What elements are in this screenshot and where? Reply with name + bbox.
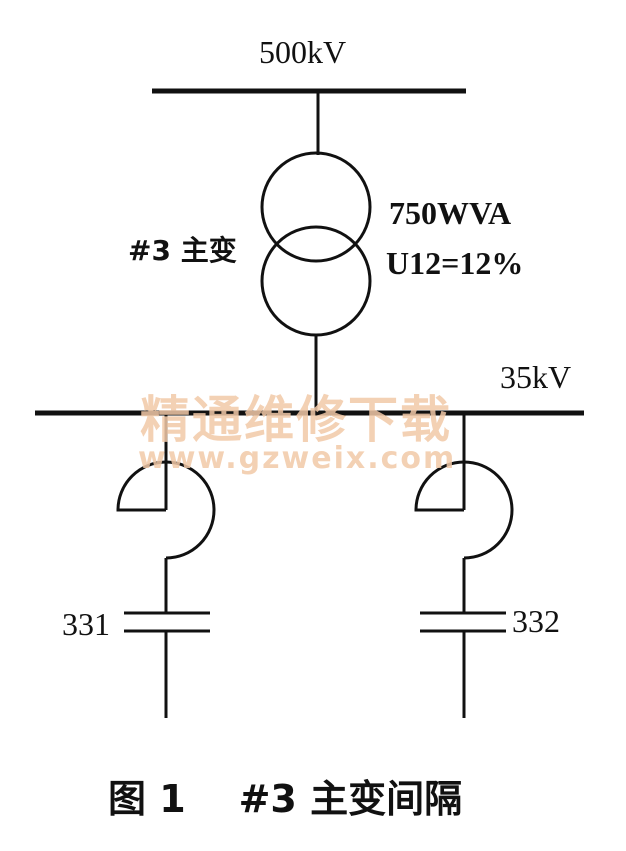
transformer-name: #3 主变: [128, 234, 237, 267]
feeder-332-label: 332: [512, 603, 560, 639]
bus-35kv-label: 35kV: [500, 359, 572, 395]
feeder-332: [414, 415, 514, 718]
feeder-331: [116, 415, 216, 718]
feeder-331-label: 331: [62, 606, 110, 642]
transformer-impedance: U12=12%: [386, 245, 524, 281]
feeder-332-reactor: [414, 460, 514, 560]
figure-caption: 图 1 #3 主变间隔: [108, 777, 463, 821]
watermark-url: www.gzweix.com: [138, 441, 457, 476]
transformer-winding-secondary: [260, 225, 372, 337]
bus-500kv-label: 500kV: [259, 34, 347, 70]
watermark-title: 精通维修下载: [140, 391, 452, 449]
feeder-331-reactor: [116, 460, 216, 560]
transformer-winding-primary: [260, 151, 372, 263]
transformer-rating: 750WVA: [389, 195, 512, 231]
